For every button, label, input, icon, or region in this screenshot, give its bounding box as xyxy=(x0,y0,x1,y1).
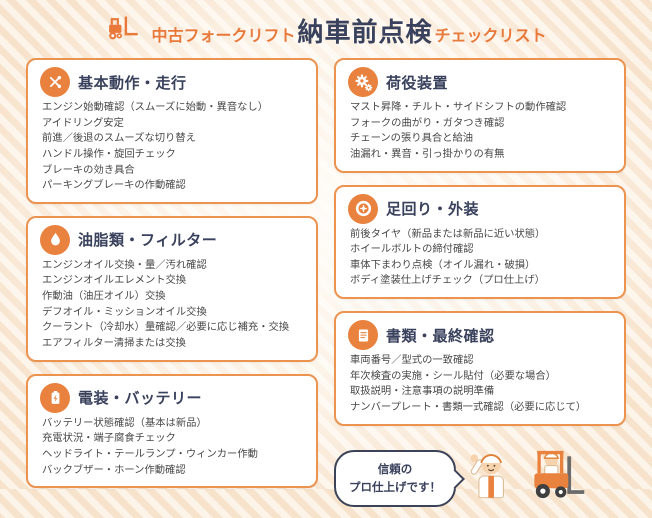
workers-forklift-illustration xyxy=(462,441,588,517)
checklist-item: ボディ塗装仕上げチェック（プロ仕上げ） xyxy=(350,274,545,287)
checklist-item: バックブザー・ホーン作動確認 xyxy=(42,463,186,476)
left-column: 基本動作・走行 エンジン始動確認（スムーズに始動・異音なし） アイドリング安定 … xyxy=(26,58,318,518)
card-electrical-battery: 電装・バッテリー バッテリー状態確認（基本は新品） 充電状況・端子腐食チェック … xyxy=(26,373,318,489)
card-title: 荷役装置 xyxy=(386,73,449,92)
checklist-item: 前進／後退のスムーズな切り替え xyxy=(42,132,196,145)
checklist-item: 車体下まわり点検（オイル漏れ・破損） xyxy=(350,258,536,271)
forklift-icon xyxy=(105,14,141,46)
card-columns: 基本動作・走行 エンジン始動確認（スムーズに始動・異音なし） アイドリング安定 … xyxy=(26,58,626,518)
right-column: 荷役装置 マスト昇降・チルト・サイドシフトの動作確認 フォークの曲がり・ガタつき… xyxy=(334,58,626,518)
title-part-left: 中古フォークリフト xyxy=(151,25,296,45)
page-title: 中古フォークリフト 納車前点検 チェックリスト xyxy=(151,12,546,49)
checklist-item: エンジン始動確認（スムーズに始動・異音なし） xyxy=(42,101,269,113)
checklist: エンジン始動確認（スムーズに始動・異音なし） アイドリング安定 前進／後退のスム… xyxy=(40,100,304,194)
checklist-item: 取扱説明・注意事項の説明準備 xyxy=(350,385,495,398)
battery-icon xyxy=(40,382,70,413)
checklist-item: ブレーキの効き具合 xyxy=(42,163,135,176)
checklist-item: ヘッドライト・テールランプ・ウィンカー作動 xyxy=(42,447,258,460)
checklist-item: フォークの曲がり・ガタつき確認 xyxy=(350,116,505,129)
checklist-item: 作動油（油圧オイル）交換 xyxy=(42,290,166,303)
card-head: 足回り・外装 xyxy=(348,193,612,224)
card-undercarriage-exterior: 足回り・外装 前後タイヤ（新品または新品に近い状態） ホイールボルトの締付確認 … xyxy=(334,184,626,300)
speech-bubble: 信頼の プロ仕上げです！ xyxy=(334,450,456,507)
checklist-item: バッテリー状態確認（基本は新品） xyxy=(42,416,207,429)
footer-illustration-row: 信頼の プロ仕上げです！ xyxy=(334,440,626,518)
checklist: マスト昇降・チルト・サイドシフトの動作確認 フォークの曲がり・ガタつき確認 チェ… xyxy=(348,100,612,163)
card-head: 書類・最終確認 xyxy=(348,320,612,351)
tools-icon xyxy=(40,67,70,97)
oil-drop-icon xyxy=(40,224,70,255)
card-title: 書類・最終確認 xyxy=(386,326,495,345)
checklist: エンジンオイル交換・量／汚れ確認 エンジンオイルエレメント交換 作動油（油圧オイ… xyxy=(40,258,304,352)
title-part-main: 納車前点検 xyxy=(297,17,433,48)
card-title: 足回り・外装 xyxy=(386,200,480,219)
speech-bubble-line2: プロ仕上げです！ xyxy=(349,479,441,494)
card-title: 油脂類・フィルター xyxy=(78,231,218,250)
checklist-poster: 中古フォークリフト 納車前点検 チェックリスト xyxy=(0,0,652,489)
checklist: 前後タイヤ（新品または新品に近い状態） ホイールボルトの締付確認 車体下まわり点… xyxy=(348,227,612,290)
checklist-item: クーラント（冷却水）量確認／必要に応じ補充・交換 xyxy=(42,321,290,334)
header: 中古フォークリフト 納車前点検 チェックリスト xyxy=(26,6,626,54)
tire-icon xyxy=(348,193,378,224)
checklist-item: 車両番号／型式の一致確認 xyxy=(350,354,474,367)
speech-bubble-line1: 信頼の xyxy=(377,462,413,477)
card-basic-operation: 基本動作・走行 エンジン始動確認（スムーズに始動・異音なし） アイドリング安定 … xyxy=(26,58,318,204)
checklist-item: エアフィルター清掃または交換 xyxy=(42,337,186,350)
checklist-item: 年次検査の実施・シール貼付（必要な場合） xyxy=(350,369,556,382)
card-documents-final-check: 書類・最終確認 車両番号／型式の一致確認 年次検査の実施・シール貼付（必要な場合… xyxy=(334,311,626,426)
checklist-item: ナンバープレート・書類一式確認（必要に応じて） xyxy=(350,401,587,414)
card-head: 基本動作・走行 xyxy=(40,67,304,97)
checklist-item: ハンドル操作・旋回チェック xyxy=(42,147,176,160)
checklist: 車両番号／型式の一致確認 年次検査の実施・シール貼付（必要な場合） 取扱説明・注… xyxy=(348,353,612,416)
checklist-item: チェーンの張り具合と給油 xyxy=(350,132,474,145)
card-title: 電装・バッテリー xyxy=(78,389,203,408)
checklist-item: 油漏れ・異音・引っ掛かりの有無 xyxy=(350,147,505,160)
document-icon xyxy=(348,320,378,351)
checklist-item: ホイールボルトの締付確認 xyxy=(350,243,474,256)
card-oils-filters: 油脂類・フィルター エンジンオイル交換・量／汚れ確認 エンジンオイルエレメント交… xyxy=(26,215,318,362)
title-part-right: チェックリスト xyxy=(434,25,547,45)
checklist: バッテリー状態確認（基本は新品） 充電状況・端子腐食チェック ヘッドライト・テー… xyxy=(40,416,304,479)
checklist-item: 充電状況・端子腐食チェック xyxy=(42,432,176,445)
card-cargo-handling: 荷役装置 マスト昇降・チルト・サイドシフトの動作確認 フォークの曲がり・ガタつき… xyxy=(334,58,626,173)
card-title: 基本動作・走行 xyxy=(78,73,187,92)
card-head: 荷役装置 xyxy=(348,67,612,97)
card-head: 電装・バッテリー xyxy=(40,382,304,413)
checklist-item: エンジンオイル交換・量／汚れ確認 xyxy=(42,258,207,271)
checklist-item: パーキングブレーキの作動確認 xyxy=(42,179,186,192)
checklist-item: 前後タイヤ（新品または新品に近い状態） xyxy=(350,227,546,240)
checklist-item: アイドリング安定 xyxy=(42,116,124,129)
gears-icon xyxy=(348,67,378,97)
checklist-item: エンジンオイルエレメント交換 xyxy=(42,274,187,287)
checklist-item: デフオイル・ミッションオイル交換 xyxy=(42,305,207,318)
checklist-item: マスト昇降・チルト・サイドシフトの動作確認 xyxy=(350,101,567,113)
card-head: 油脂類・フィルター xyxy=(40,224,304,255)
